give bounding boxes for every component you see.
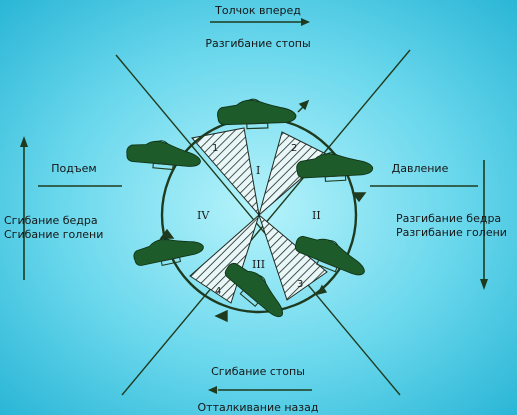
- sector-4-shape: [189, 213, 261, 304]
- label-foot-flexion: Сгибание стопы: [211, 365, 305, 378]
- arrow-left-icon: [208, 386, 312, 394]
- arrow-up-icon: [20, 136, 28, 280]
- rotation-arrows: [159, 99, 367, 323]
- arrow-up-icon-left: [159, 228, 175, 239]
- sector-number-2: 2: [291, 143, 297, 154]
- hatched-sectors: [189, 127, 329, 304]
- sector-1-shape: [191, 127, 260, 217]
- arrow-left-icon: [214, 309, 228, 323]
- quadrant-label-3: III: [252, 258, 265, 271]
- sector-number-4: 4: [215, 286, 221, 297]
- label-push-back: Отталкивание назад: [198, 401, 319, 414]
- label-push-forward: Толчок вперед: [214, 4, 301, 17]
- label-foot-extension: Разгибание стопы: [205, 37, 310, 50]
- sector-number-3: 3: [297, 279, 303, 290]
- label-knee-extension: Разгибание голени: [396, 226, 507, 239]
- label-knee-flexion: Сгибание голени: [4, 228, 103, 241]
- sector-number-1: 1: [212, 143, 218, 154]
- arrow-down-left-icon: [316, 284, 328, 296]
- sector-2-shape: [258, 131, 329, 217]
- shoe-icon: [216, 97, 297, 131]
- quadrant-label-4: IV: [197, 209, 210, 222]
- shoe-icon: [125, 137, 203, 173]
- quadrant-label-2: II: [312, 209, 321, 222]
- label-pressure: Давление: [392, 162, 449, 175]
- arrow-up-icon-head: [298, 99, 310, 111]
- arrow-down-icon: [480, 160, 488, 290]
- arrow-down-icon: [351, 192, 367, 203]
- quadrant-label-1: I: [256, 164, 260, 177]
- sector-3-shape: [257, 213, 328, 301]
- label-hip-extension: Разгибание бедра: [396, 212, 501, 225]
- diagonal-line-a: [115, 54, 401, 396]
- label-hip-flexion: Сгибание бедра: [4, 214, 98, 227]
- arrow-right-icon: [210, 18, 310, 26]
- label-lift: Подъем: [51, 162, 96, 175]
